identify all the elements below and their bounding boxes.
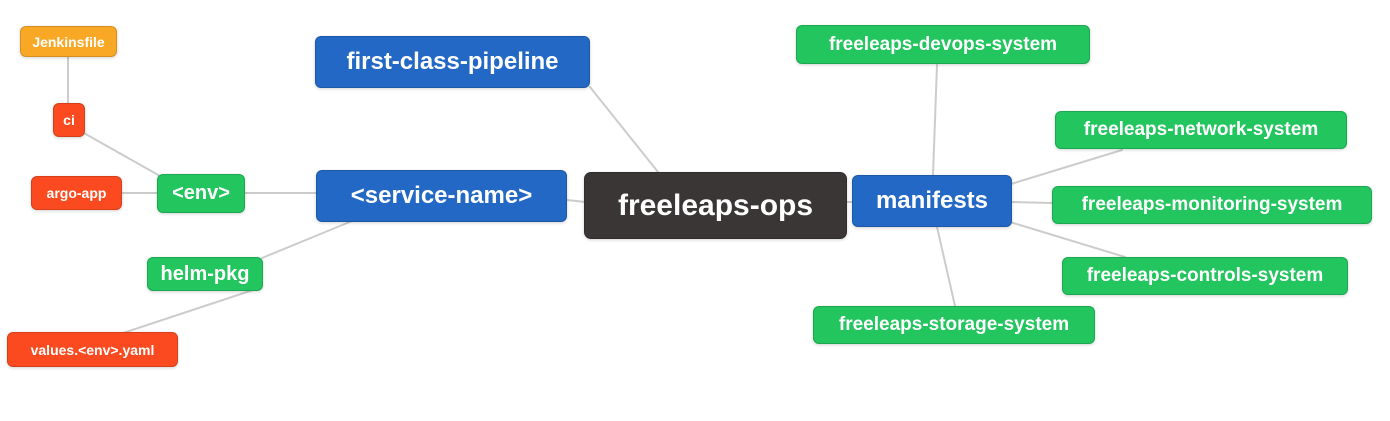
node-freeleaps-monitoring-system[interactable]: freeleaps-monitoring-system bbox=[1052, 186, 1372, 224]
edge-manifests-devops bbox=[932, 64, 938, 176]
node-env[interactable]: <env> bbox=[157, 174, 245, 213]
edge-root-pipeline bbox=[589, 86, 659, 173]
edge-helm-pkg-values bbox=[122, 289, 254, 334]
edge-service-name-helm-pkg bbox=[261, 220, 353, 259]
node-freeleaps-devops-system[interactable]: freeleaps-devops-system bbox=[796, 25, 1090, 64]
node-service-name[interactable]: <service-name> bbox=[316, 170, 567, 222]
node-helm-pkg[interactable]: helm-pkg bbox=[147, 257, 263, 291]
node-freeleaps-storage-system[interactable]: freeleaps-storage-system bbox=[813, 306, 1095, 344]
node-freeleaps-network-system[interactable]: freeleaps-network-system bbox=[1055, 111, 1347, 149]
edge-ci-env bbox=[81, 131, 161, 177]
node-values-env-yaml[interactable]: values.<env>.yaml bbox=[7, 332, 178, 367]
node-argo-app[interactable]: argo-app bbox=[31, 176, 122, 210]
node-first-class-pipeline[interactable]: first-class-pipeline bbox=[315, 36, 590, 88]
node-freeleaps-controls-system[interactable]: freeleaps-controls-system bbox=[1062, 257, 1348, 295]
node-jenkinsfile[interactable]: Jenkinsfile bbox=[20, 26, 117, 57]
node-freeleaps-ops[interactable]: freeleaps-ops bbox=[584, 172, 847, 239]
edge-manifests-network bbox=[1010, 149, 1123, 185]
edge-root-service-name bbox=[566, 199, 586, 203]
edge-manifests-controls bbox=[1009, 221, 1126, 258]
node-ci[interactable]: ci bbox=[53, 103, 85, 137]
edge-manifests-storage bbox=[936, 226, 956, 307]
node-manifests[interactable]: manifests bbox=[852, 175, 1012, 227]
edge-manifests-monitoring bbox=[1010, 201, 1053, 204]
